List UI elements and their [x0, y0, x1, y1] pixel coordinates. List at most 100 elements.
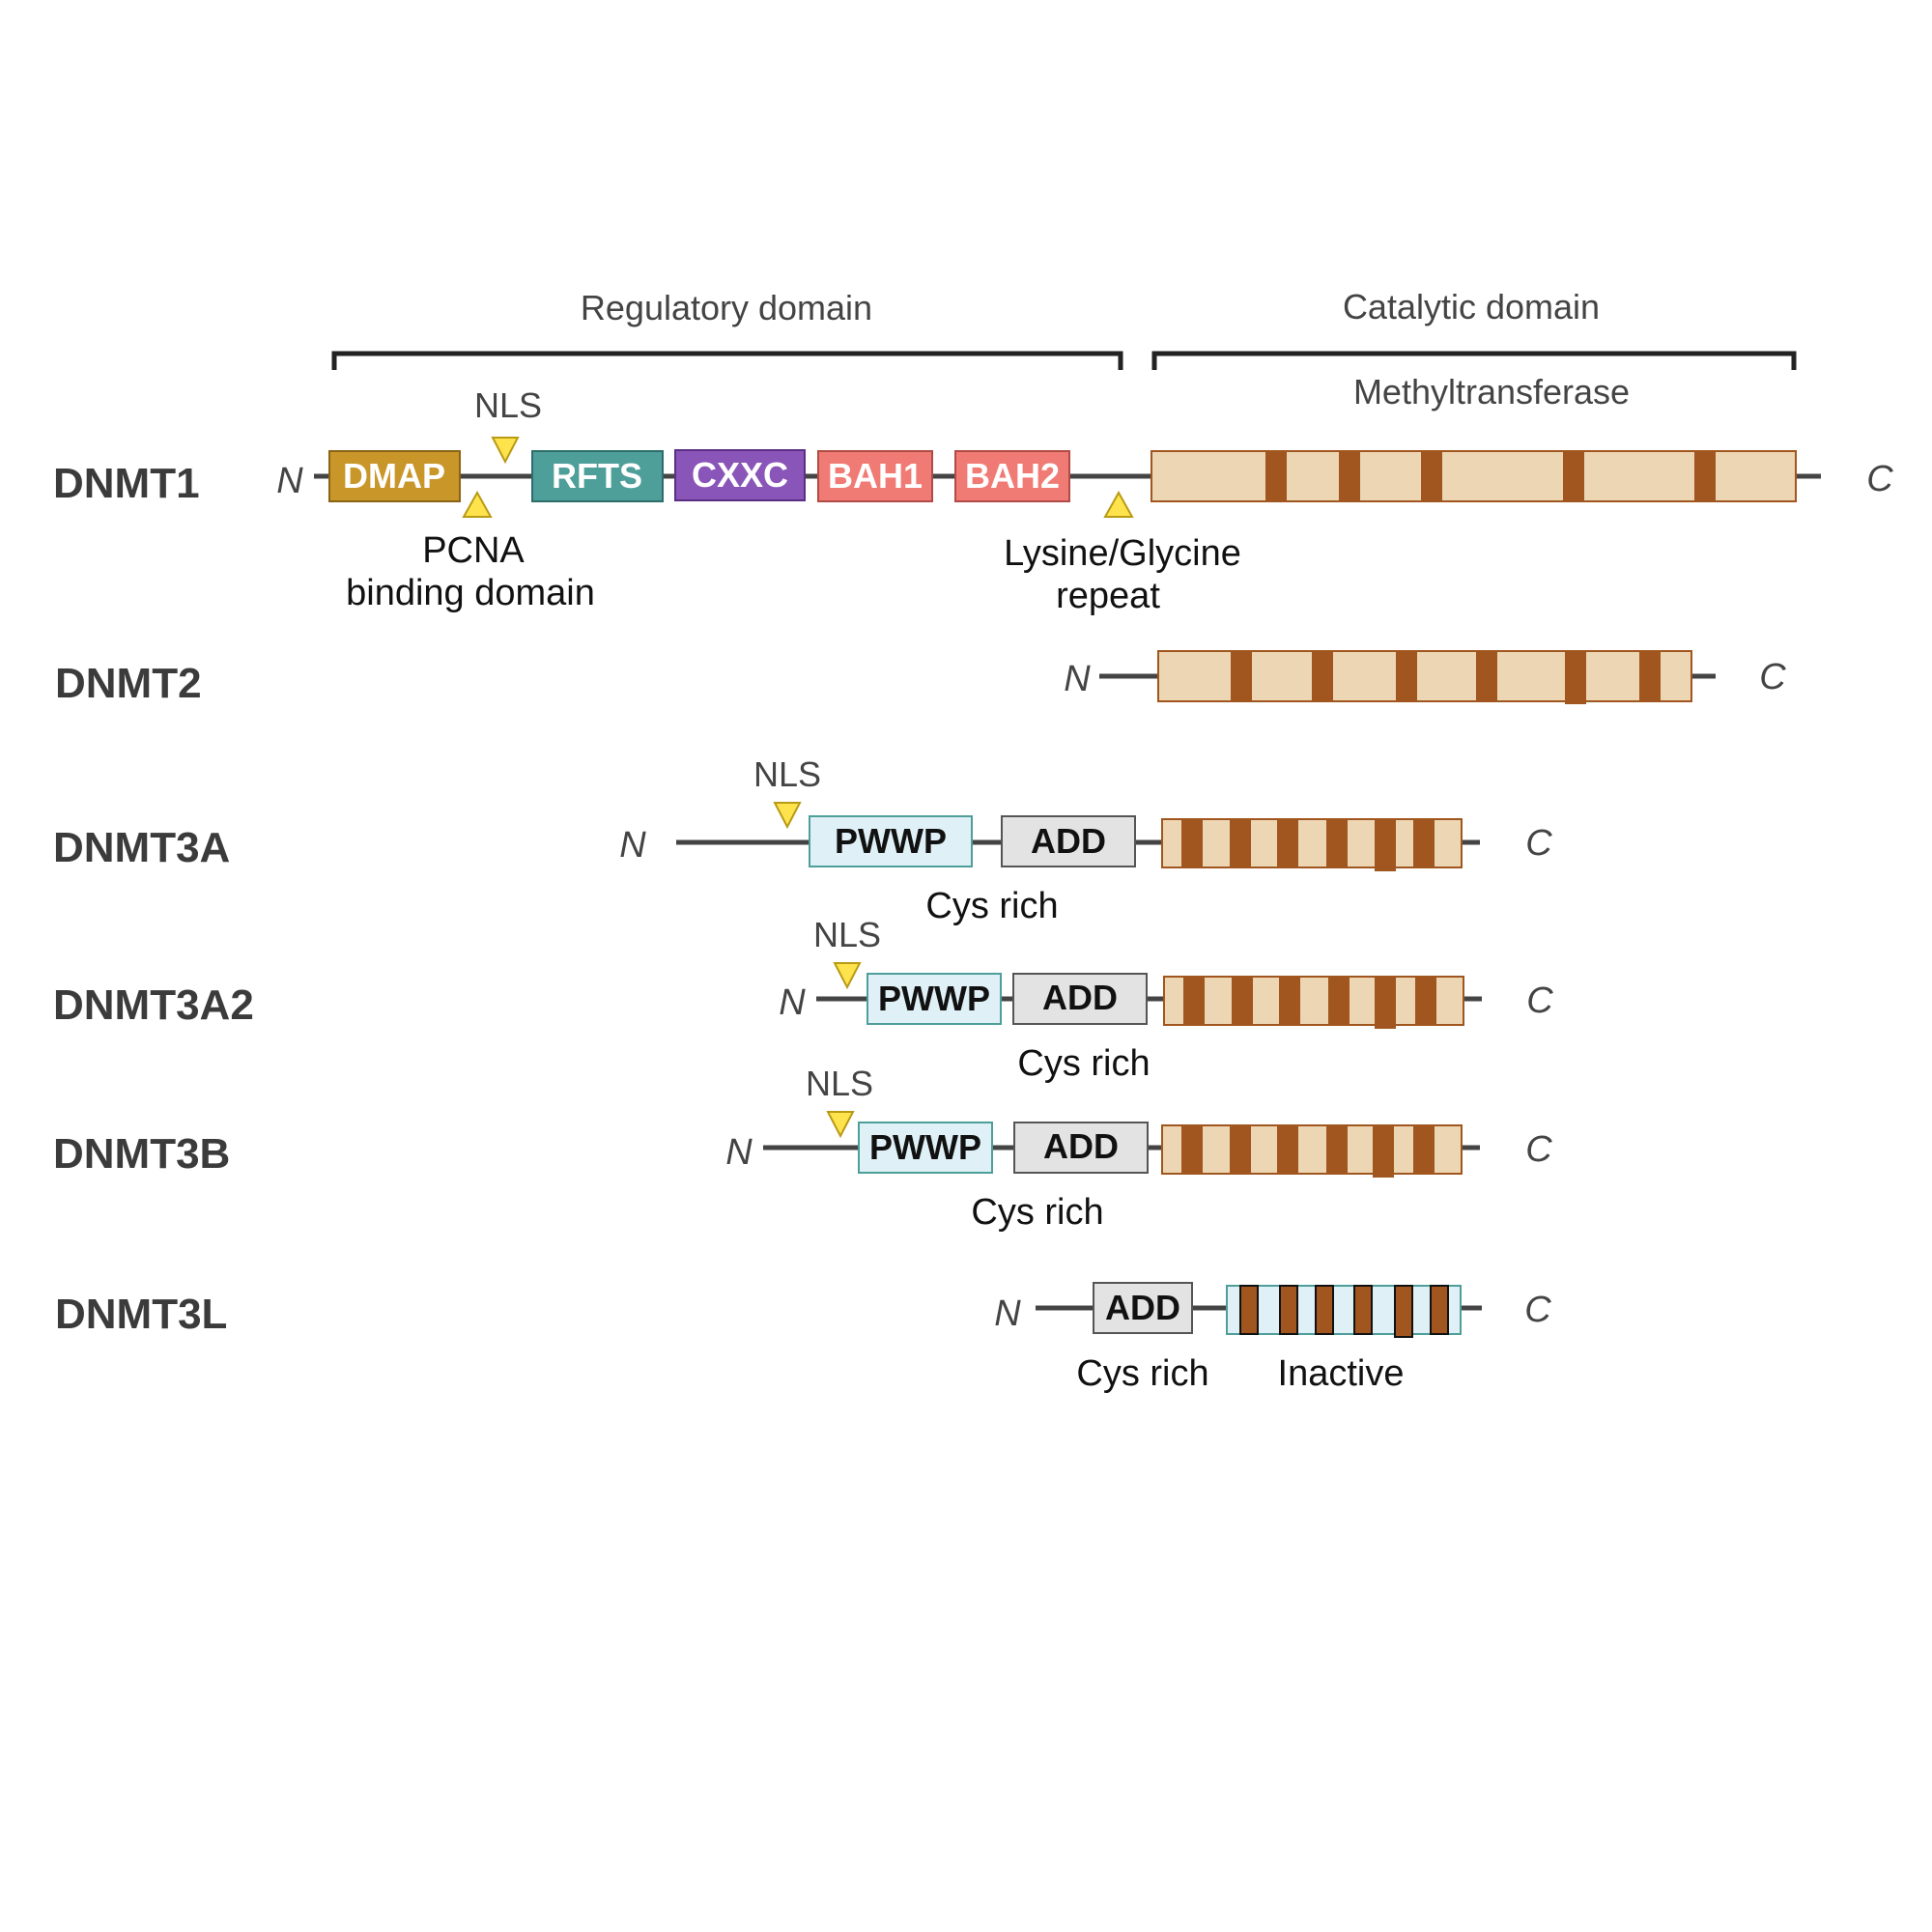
catalytic-motif [1396, 651, 1417, 701]
nls-marker-icon [773, 802, 802, 830]
catalytic-domain-box [1157, 650, 1692, 704]
catalytic-domain-box [1161, 1124, 1463, 1178]
domain-dmap: DMAP [328, 450, 461, 502]
domain-bah1: BAH1 [817, 450, 933, 502]
lysine-glycine-marker-icon [1103, 490, 1134, 518]
n-terminus-label: N [1064, 659, 1091, 699]
catalytic-motif [1421, 451, 1442, 501]
catalytic-motif [1563, 451, 1584, 501]
catalytic-motif [1230, 1125, 1251, 1174]
catalytic-motif [1231, 651, 1252, 701]
row-dnmt3a: DNMT3A N NLS PWWP ADD C Cys rich [53, 754, 1552, 926]
protein-name-dnmt3a: DNMT3A [53, 824, 230, 871]
catalytic-motif [1183, 977, 1205, 1025]
n-terminus-label: N [725, 1132, 753, 1173]
catalytic-motif [1353, 1285, 1373, 1335]
catalytic-motif [1277, 1125, 1298, 1174]
c-terminus-label: C [1525, 1129, 1552, 1170]
nls-label: NLS [753, 754, 821, 794]
svg-text:RFTS: RFTS [552, 456, 642, 496]
nls-label: NLS [813, 915, 881, 954]
protein-name-dnmt1: DNMT1 [53, 460, 200, 507]
row-dnmt3a2: DNMT3A2 N NLS PWWP ADD C Cys rich [53, 915, 1553, 1084]
domain-rfts: RFTS [531, 450, 664, 502]
catalytic-motif [1413, 1125, 1435, 1174]
catalytic-domain-bracket [1151, 351, 1797, 370]
svg-text:ADD: ADD [1105, 1288, 1180, 1327]
catalytic-motif [1326, 1125, 1348, 1174]
catalytic-domain-box [1151, 450, 1797, 502]
domain-pwwp: PWWP [809, 815, 973, 867]
svg-text:CXXC: CXXC [692, 455, 788, 495]
svg-text:BAH1: BAH1 [828, 456, 923, 496]
catalytic-motif [1230, 819, 1251, 867]
protein-name-dnmt3b: DNMT3B [53, 1130, 230, 1178]
nls-marker-icon [491, 437, 520, 465]
row-dnmt1: DNMT1 N DMAP RFTS CXXC BAH1 BAH2 [53, 385, 1893, 616]
domain-add: ADD [1093, 1282, 1193, 1334]
nls-marker-icon [833, 962, 862, 990]
catalytic-motif [1694, 451, 1716, 501]
inactive-catalytic-domain-box [1226, 1285, 1462, 1338]
nls-label: NLS [474, 385, 542, 425]
svg-text:PWWP: PWWP [869, 1127, 981, 1167]
protein-name-dnmt2: DNMT2 [55, 660, 202, 707]
svg-text:ADD: ADD [1031, 821, 1106, 861]
protein-name-dnmt3a2: DNMT3A2 [53, 981, 254, 1029]
domain-bah2: BAH2 [954, 450, 1070, 502]
lysine-glycine-label-line2: repeat [1056, 576, 1160, 616]
cys-rich-label: Cys rich [1017, 1043, 1150, 1084]
protein-name-dnmt3l: DNMT3L [55, 1291, 227, 1338]
catalytic-motif [1639, 651, 1661, 701]
catalytic-motif [1413, 819, 1435, 867]
svg-text:ADD: ADD [1043, 1126, 1119, 1166]
catalytic-domain-box [1161, 818, 1463, 871]
c-terminus-label: C [1525, 823, 1552, 864]
catalytic-motif [1232, 977, 1253, 1025]
svg-text:PWWP: PWWP [835, 821, 947, 861]
svg-text:DMAP: DMAP [343, 456, 445, 496]
nls-label: NLS [806, 1064, 873, 1103]
n-terminus-label: N [619, 825, 646, 866]
cys-rich-label: Cys rich [971, 1192, 1103, 1233]
c-terminus-label: C [1866, 459, 1893, 499]
catalytic-motif [1375, 819, 1396, 871]
methyltransferase-label: Methyltransferase [1353, 372, 1630, 412]
pcna-label-line2: binding domain [346, 573, 595, 613]
row-dnmt2: DNMT2 N C [55, 650, 1786, 707]
domain-pwwp: PWWP [867, 973, 1002, 1025]
c-terminus-label: C [1526, 980, 1553, 1021]
cys-rich-label: Cys rich [925, 886, 1058, 926]
catalytic-motif [1339, 451, 1360, 501]
n-terminus-label: N [779, 982, 806, 1023]
catalytic-motif [1373, 1125, 1394, 1178]
pcna-label-line1: PCNA [422, 530, 525, 571]
pcna-marker-icon [462, 490, 493, 518]
c-terminus-label: C [1524, 1290, 1551, 1330]
catalytic-motif [1415, 977, 1436, 1025]
catalytic-domain-label: Catalytic domain [1343, 287, 1600, 327]
domain-add: ADD [1013, 1122, 1149, 1174]
svg-text:BAH2: BAH2 [965, 456, 1060, 496]
catalytic-motif [1265, 451, 1287, 501]
row-dnmt3b: DNMT3B N NLS PWWP ADD C Cys rich [53, 1064, 1552, 1233]
catalytic-motif [1239, 1285, 1259, 1335]
catalytic-motif [1328, 977, 1350, 1025]
catalytic-motif [1312, 651, 1333, 701]
catalytic-motif [1279, 977, 1300, 1025]
catalytic-domain-box [1163, 976, 1464, 1029]
nls-marker-icon [826, 1111, 855, 1139]
svg-text:ADD: ADD [1042, 978, 1118, 1017]
catalytic-motif [1277, 819, 1298, 867]
domain-add: ADD [1012, 973, 1148, 1025]
catalytic-motif [1394, 1285, 1413, 1338]
domain-add: ADD [1001, 815, 1136, 867]
catalytic-motif [1181, 1125, 1203, 1174]
lysine-glycine-label-line1: Lysine/Glycine [1004, 533, 1241, 574]
domain-pwwp: PWWP [858, 1122, 993, 1174]
row-dnmt3l: DNMT3L N ADD C Cys rich Inactive [55, 1282, 1551, 1394]
regulatory-domain-label: Regulatory domain [581, 288, 872, 327]
catalytic-motif [1315, 1285, 1334, 1335]
catalytic-motif [1430, 1285, 1449, 1335]
